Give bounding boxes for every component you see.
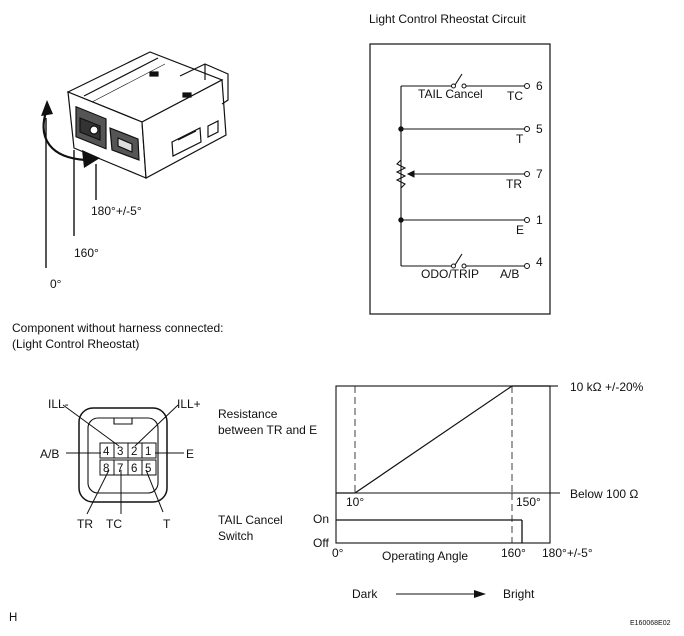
switch-off-label: Off [313,536,329,550]
connector-tc-label: TC [106,517,122,531]
circuit-frame [369,43,551,315]
terminal-tc-label: TC [507,89,523,103]
pin-3: 3 [117,446,123,458]
terminal-tr-label: TR [506,177,522,191]
bright-label: Bright [503,587,535,601]
pin-8: 8 [103,463,109,475]
switch-on-label: On [313,512,329,526]
resistance-curve [336,385,550,494]
dark-to-bright-arrow [396,590,486,598]
terminal-e-label: E [516,223,524,237]
connector-outline [78,407,168,503]
angle-zero-label: 0° [50,277,62,291]
axis-160-label: 160° [501,546,526,560]
pin-2: 2 [131,446,137,458]
resistance-label-line2: between TR and E [218,423,317,437]
switch-odo-trip-label: ODO/TRIP [421,267,479,281]
axis-180-label: 180°+/-5° [542,546,593,560]
connector-t-label: T [163,517,171,531]
connector-ill-minus-label: ILL- [48,397,69,411]
angle-mid-label: 160° [74,246,99,260]
rotation-arrow [41,100,100,168]
switch-label-line1: TAIL Cancel [218,513,283,527]
axis-zero-label: 0° [332,546,344,560]
circuit-wiring [395,73,527,267]
terminal-t-label: T [516,132,524,146]
terminal-e-pin: 1 [536,213,543,227]
switch-tail-cancel-label: TAIL Cancel [418,87,483,101]
connector-pins [99,442,157,476]
footer-mark: H [9,612,17,624]
component-caption-line2: (Light Control Rheostat) [12,337,139,351]
component-caption-line1: Component without harness connected: [12,321,223,335]
connector-ill-plus-label: ILL+ [177,397,201,411]
resistance-label-line1: Resistance [218,407,278,421]
connector-leader-lines [62,404,184,515]
figure-code: E160068E02 [630,620,671,627]
pin-5: 5 [145,463,151,475]
terminal-ab-pin: 4 [536,255,543,269]
terminal-tc-pin: 6 [536,79,543,93]
dark-label: Dark [352,587,378,601]
terminal-t-pin: 5 [536,122,543,136]
resistance-high-label: 10 kΩ +/-20% [570,380,644,394]
graph-guides [354,386,513,543]
switch-label-line2: Switch [218,529,253,543]
connector-e-label: E [186,447,194,461]
pin-4: 4 [103,446,110,458]
axis-title: Operating Angle [382,549,468,563]
angle-max-label: 180°+/-5° [91,204,142,218]
terminal-ab-label: A/B [500,267,519,281]
pin-6: 6 [131,463,137,475]
circuit-nodes [398,83,530,269]
resistance-low-label: Below 100 Ω [570,487,638,501]
angle-10-label: 10° [346,495,364,509]
connector-tr-label: TR [77,517,93,531]
rheostat-drawing [66,51,229,179]
angle-lines [45,118,97,268]
angle-150-label: 150° [516,495,541,509]
pin-1: 1 [145,446,151,458]
connector-ab-label: A/B [40,447,59,461]
circuit-title: Light Control Rheostat Circuit [369,12,526,26]
pin-7: 7 [117,463,123,475]
switch-state-curve [336,519,523,543]
graph-axes [335,385,560,544]
terminal-tr-pin: 7 [536,167,543,181]
